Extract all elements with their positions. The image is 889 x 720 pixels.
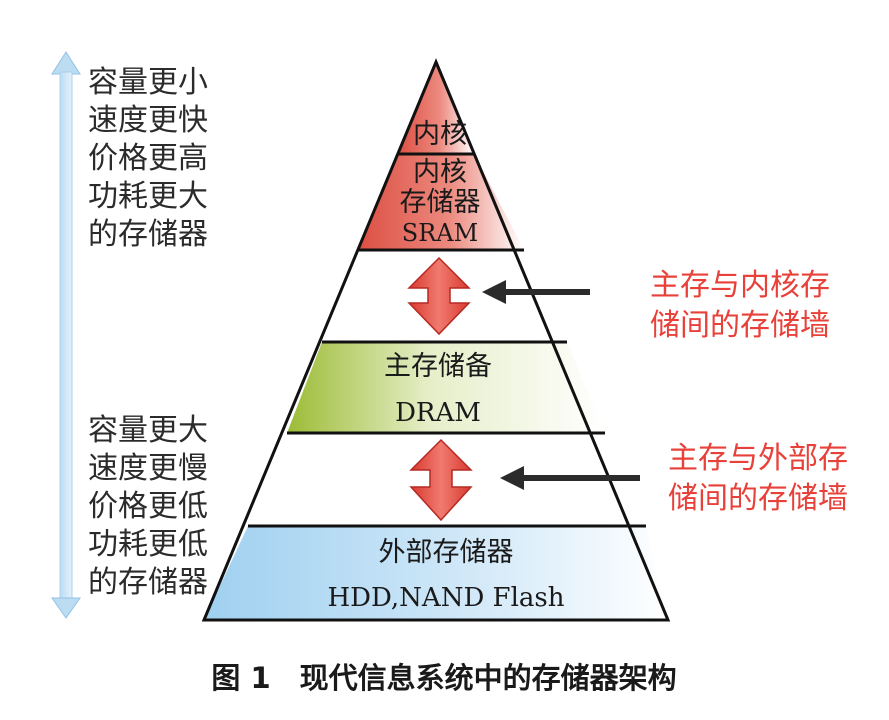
external-storage-label: 外部存储器 [379, 537, 514, 568]
red-double-arrow-upper [407, 256, 471, 336]
bottom-side-line: 容量更大 [88, 413, 208, 448]
top-side-line: 容量更小 [88, 65, 208, 100]
top-side-text: 容量更小 速度更快 价格更高 功耗更大 的存储器 [88, 65, 208, 252]
top-side-line: 功耗更大 [88, 179, 208, 214]
core-storage-label: 内核 [413, 157, 467, 188]
layer-main-storage [287, 342, 605, 433]
main-storage-label: 主存储备 [384, 351, 492, 382]
wall-text-main-core: 主存与内核存 储间的存储墙 [650, 268, 830, 343]
top-side-line: 价格更高 [88, 141, 208, 176]
bottom-side-line: 价格更低 [88, 489, 208, 524]
bottom-side-line: 功耗更低 [88, 527, 208, 562]
core-storage-label: SRAM [402, 219, 478, 247]
bottom-side-text: 容量更大 速度更慢 价格更低 功耗更低 的存储器 [88, 413, 208, 600]
black-arrow-lower [500, 466, 640, 490]
bottom-side-line: 速度更慢 [88, 451, 208, 486]
wall-line: 主存与内核存 [650, 268, 830, 303]
wall-line: 主存与外部存 [668, 441, 848, 476]
external-storage-label: HDD,NAND Flash [327, 583, 564, 613]
layer-core [398, 62, 474, 154]
bottom-side-line: 的存储器 [88, 565, 208, 600]
black-arrow-upper [482, 280, 590, 304]
layer-external-storage [204, 526, 668, 620]
top-side-line: 速度更快 [88, 103, 208, 138]
figure-caption: 图 1 现代信息系统中的存储器架构 [211, 661, 676, 695]
wall-line: 储间的存储墙 [668, 481, 848, 516]
main-storage-label: DRAM [395, 398, 481, 428]
red-double-arrow-lower [409, 438, 473, 522]
core-storage-label: 存储器 [400, 187, 481, 218]
core-label: 内核 [413, 119, 467, 150]
wall-text-main-external: 主存与外部存 储间的存储墙 [668, 441, 848, 516]
side-double-arrow [51, 51, 81, 619]
top-side-line: 的存储器 [88, 217, 208, 252]
wall-line: 储间的存储墙 [650, 308, 830, 343]
